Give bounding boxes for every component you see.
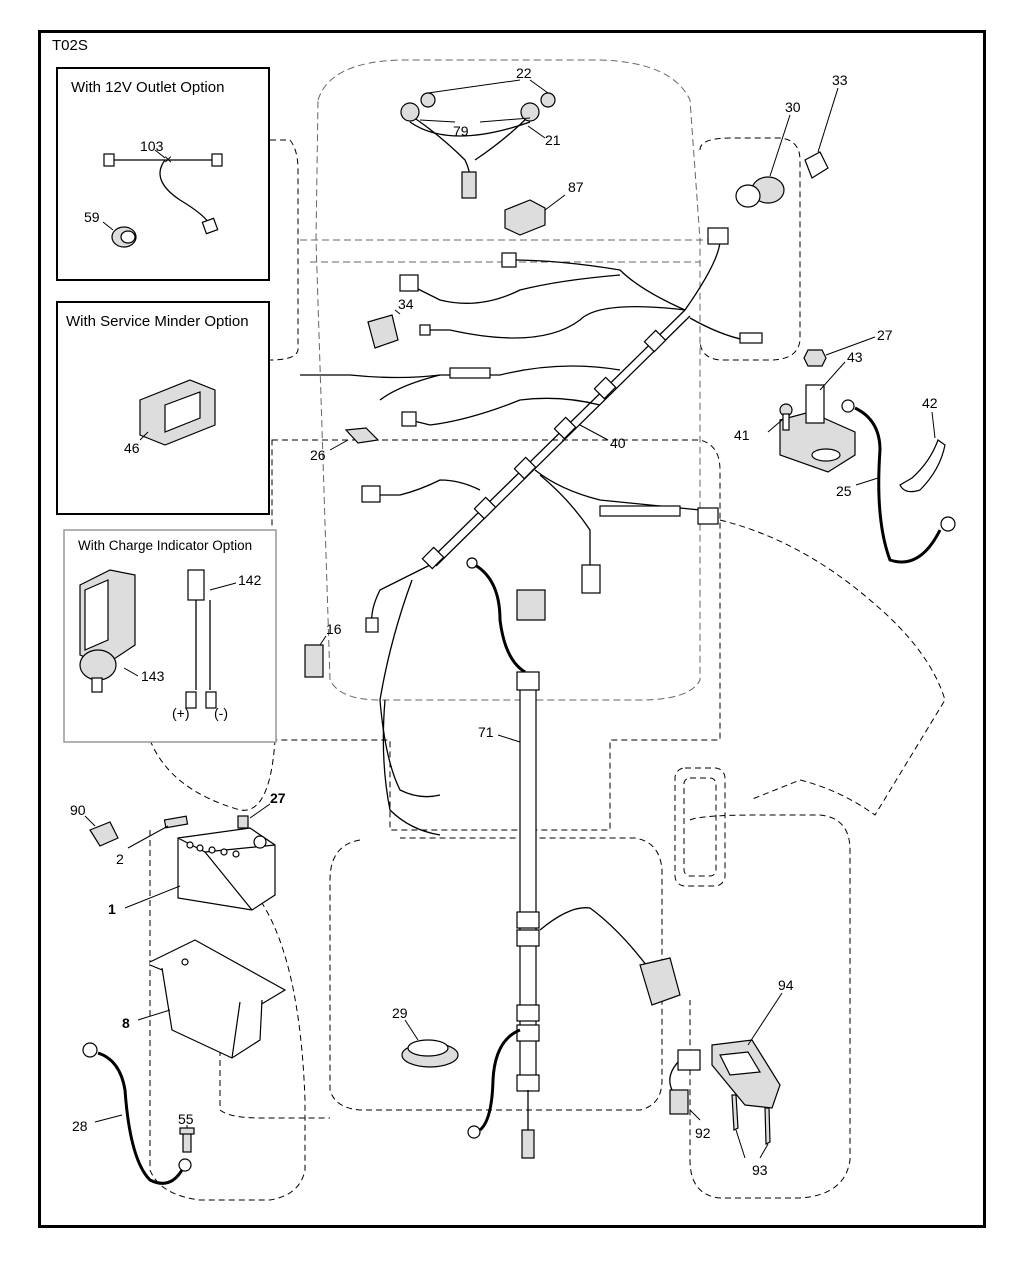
part-87-relay [504, 199, 546, 236]
callout-22: 22 [516, 65, 532, 81]
part-27-nut [803, 349, 827, 367]
part-41-bolt [779, 403, 793, 431]
part-27-battery-nut [237, 815, 249, 829]
part-16-connector [304, 644, 324, 678]
callout-143: 143 [141, 668, 165, 684]
part-103-outlet-harness: × [103, 151, 223, 235]
callout-87: 87 [568, 179, 584, 195]
callout-43: 43 [847, 349, 863, 365]
callout-21: 21 [545, 132, 561, 148]
callout-92: 92 [695, 1125, 711, 1141]
option-title-charge-indicator: With Charge Indicator Option [78, 538, 252, 553]
callout-34: 34 [398, 296, 414, 312]
part-29-plug [401, 1039, 459, 1068]
part-28-battery-cable [82, 1042, 192, 1185]
part-33-key [804, 151, 829, 179]
callout-8: 8 [122, 1015, 130, 1031]
callout-29: 29 [392, 1005, 408, 1021]
callout-1: 1 [108, 901, 116, 917]
part-2-bolt [163, 815, 189, 829]
svg-text:×: × [164, 151, 172, 167]
part-30-ignition-switch [735, 176, 785, 208]
callout-27-top: 27 [877, 327, 893, 343]
callout-94: 94 [778, 977, 794, 993]
callout-16: 16 [326, 621, 342, 637]
part-40-main-harness [300, 227, 763, 836]
part-43-solenoid [779, 384, 856, 473]
callout-2: 2 [116, 851, 124, 867]
callout-25: 25 [836, 483, 852, 499]
callout-90: 90 [70, 802, 86, 818]
part-59-outlet-socket [111, 226, 137, 248]
part-8-battery-tray [149, 939, 287, 1059]
option-box-12v-outlet: With 12V Outlet Option × 103 59 [56, 67, 270, 281]
part-46-service-minder [139, 379, 216, 446]
callout-27-battery: 27 [270, 790, 286, 806]
option-box-charge-indicator: With Charge Indicator Option (+) (-) 142… [63, 529, 277, 743]
part-26-fuse [344, 427, 380, 444]
part-42-boot [899, 439, 946, 493]
diagram-frame [38, 30, 986, 1228]
callout-103: 103 [140, 138, 164, 154]
callout-28: 28 [72, 1118, 88, 1134]
part-1-battery [177, 827, 276, 911]
part-71-harness [466, 557, 681, 1159]
part-142-indicator-harness: (+) (-) [172, 569, 228, 721]
callout-26: 26 [310, 447, 326, 463]
part-25-cable [841, 399, 956, 564]
callout-93: 93 [752, 1162, 768, 1178]
tractor-outline [149, 59, 946, 1201]
part-55-screw [179, 1127, 195, 1153]
part-21-headlight-harness [409, 114, 531, 199]
callout-59: 59 [84, 209, 100, 225]
part-143-charge-indicator [79, 569, 136, 693]
part-93-screws [731, 1094, 771, 1145]
callout-33: 33 [832, 72, 848, 88]
terminal-minus-label: (-) [214, 705, 228, 721]
terminal-plus-label: (+) [172, 705, 190, 721]
part-92-connector [669, 1049, 701, 1115]
callout-79: 79 [453, 123, 469, 139]
option-box-service-minder: With Service Minder Option 46 [56, 301, 270, 515]
part-34-switch [367, 314, 399, 349]
callout-42: 42 [922, 395, 938, 411]
callout-71: 71 [478, 724, 494, 740]
part-22-bulbs [400, 92, 556, 122]
callout-30: 30 [785, 99, 801, 115]
part-90-cap [89, 821, 119, 847]
callout-46: 46 [124, 440, 140, 456]
callout-41: 41 [734, 427, 750, 443]
part-94-bracket [711, 1039, 781, 1109]
diagram-code: T02S [52, 37, 88, 54]
option-title-12v: With 12V Outlet Option [71, 79, 224, 96]
callout-40: 40 [610, 435, 626, 451]
callout-55: 55 [178, 1111, 194, 1127]
option-title-service-minder: With Service Minder Option [66, 313, 249, 330]
callout-142: 142 [238, 572, 262, 588]
